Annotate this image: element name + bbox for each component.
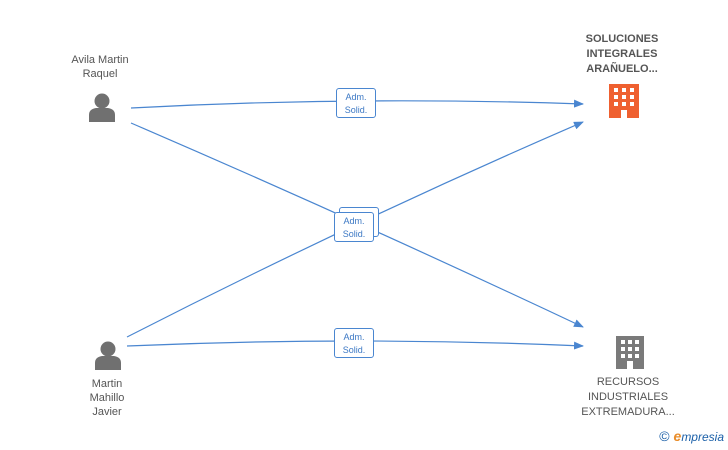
relation-label[interactable]: Adm. Solid. [334, 328, 374, 358]
copyright-icon: © [659, 428, 670, 444]
building-icon [616, 336, 644, 369]
empresia-logo: ©empresia [659, 428, 724, 444]
building-icon [609, 84, 639, 118]
person-label-martin[interactable]: Martin Mahillo Javier [89, 378, 125, 418]
person-label-avila[interactable]: Avila Martin Raquel [71, 54, 129, 80]
company-label-recursos[interactable]: RECURSOS INDUSTRIALES EXTREMADURA... [581, 376, 675, 418]
person-icon [89, 93, 115, 122]
relation-label[interactable]: Adm. Solid. [336, 88, 376, 118]
relation-label[interactable]: Adm. Solid. [334, 212, 374, 242]
person-icon [95, 341, 121, 370]
company-label-soluciones[interactable]: SOLUCIONES INTEGRALES ARAÑUELO... [585, 33, 659, 75]
